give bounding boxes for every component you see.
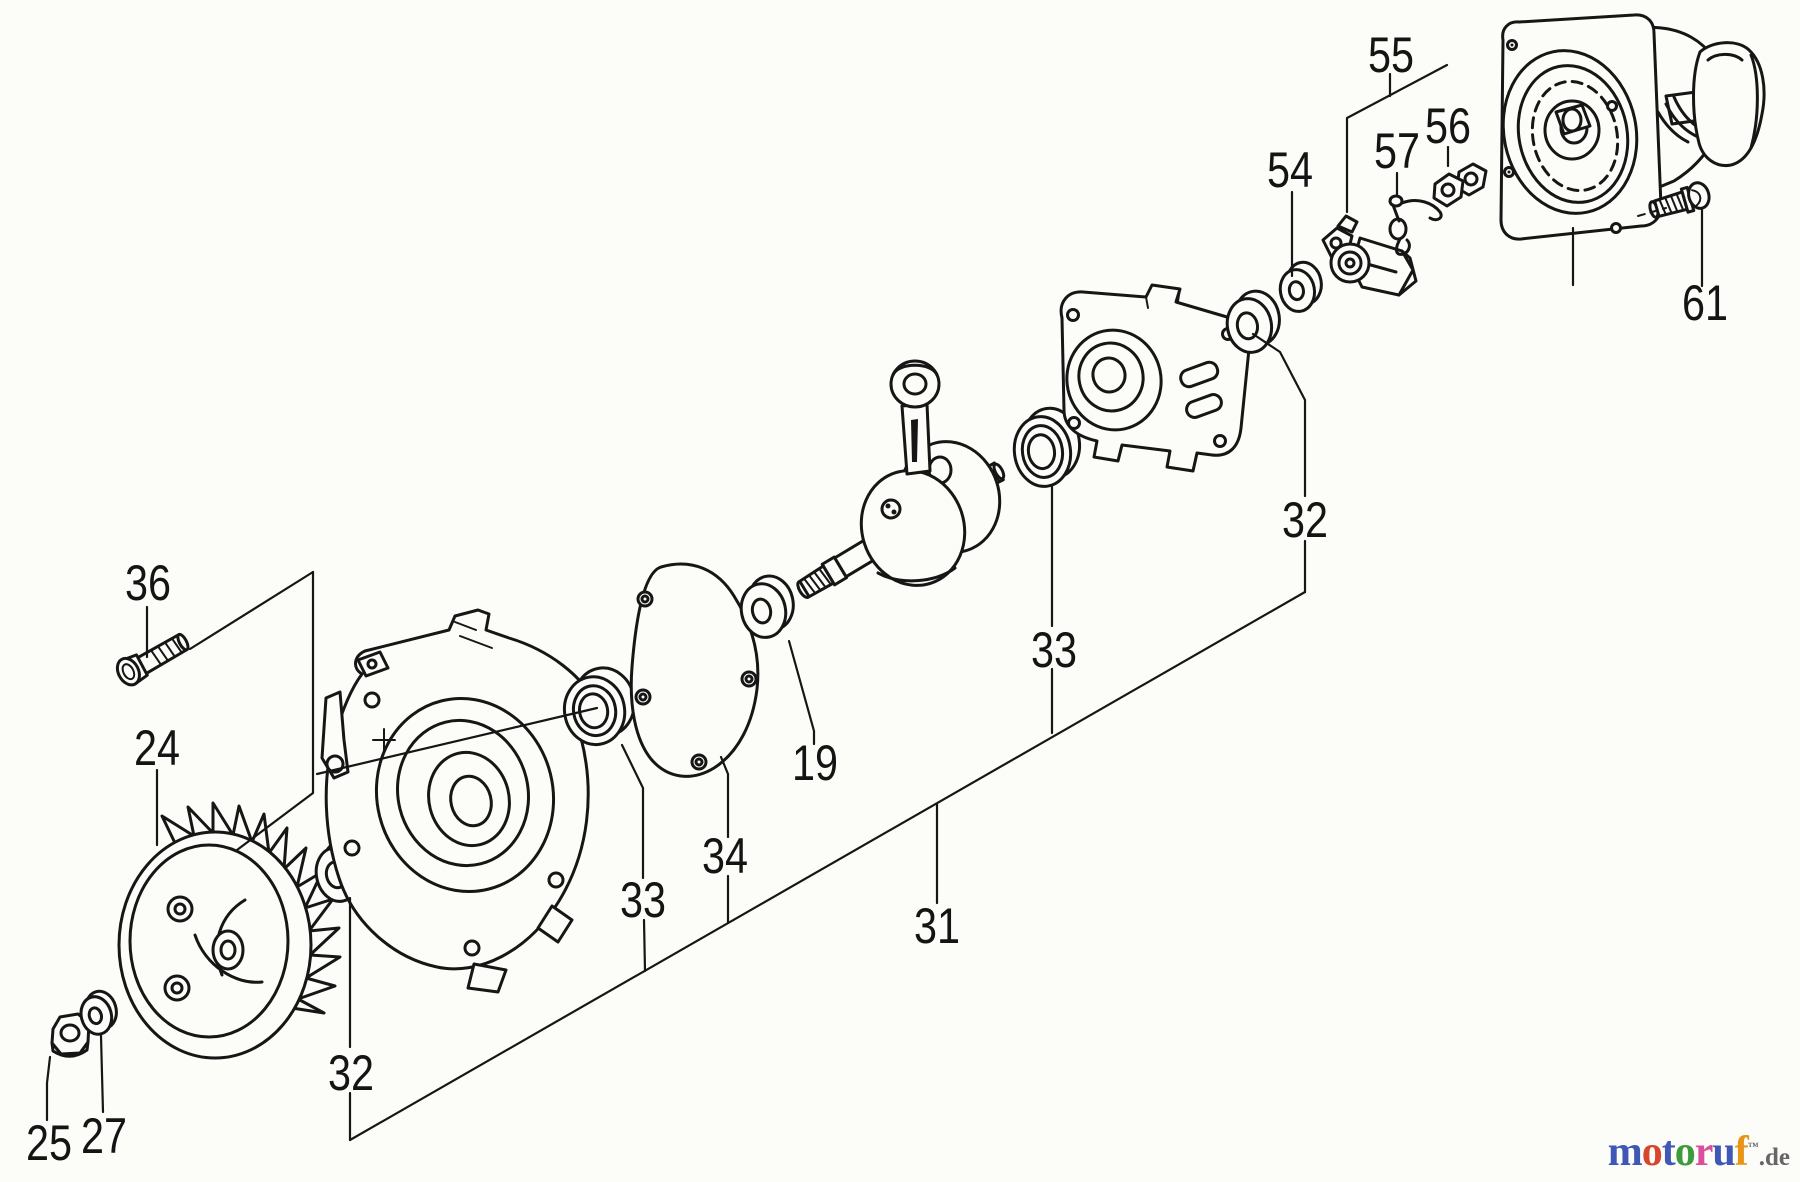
part-label-57: 57	[1374, 123, 1420, 179]
part-label-61: 61	[1682, 275, 1728, 331]
watermark-letter: o	[1674, 1129, 1696, 1175]
leader-lines	[45, 63, 1704, 1142]
oil-seal-right-illustration	[1225, 289, 1281, 354]
part-label-34: 34	[702, 828, 748, 884]
screw-clip-illustration	[1388, 194, 1443, 256]
part-label-32-right: 32	[1282, 492, 1328, 548]
part-label-27: 27	[81, 1108, 127, 1164]
washer-54-illustration	[1278, 260, 1323, 313]
watermark-letter: f	[1734, 1129, 1749, 1175]
crankcase-left-half-illustration	[320, 608, 599, 994]
part-label-19: 19	[792, 735, 838, 791]
watermark-letter: t	[1661, 1129, 1676, 1175]
flywheel-illustration	[117, 801, 342, 1060]
part-label-54: 54	[1267, 142, 1313, 198]
part-label-25: 25	[26, 1115, 72, 1171]
thrust-washer-illustration	[739, 574, 795, 639]
watermark-letter: u	[1712, 1129, 1735, 1175]
gasket-illustration	[629, 562, 760, 778]
watermark-letter: o	[1641, 1129, 1663, 1175]
flywheel-bolt-illustration	[115, 632, 190, 687]
crankshaft-illustration	[796, 359, 1006, 599]
starter-screw-illustration	[1648, 181, 1711, 219]
part-label-56: 56	[1425, 98, 1471, 154]
part-label-33-left: 33	[620, 872, 666, 928]
flywheel-nut-illustration	[50, 1012, 91, 1058]
part-label-33-right: 33	[1031, 622, 1077, 678]
motoruf-watermark: motoruf™.de	[1608, 1128, 1790, 1176]
part-label-55: 55	[1368, 27, 1414, 83]
clamp-illustration	[1432, 162, 1488, 208]
watermark-letter: m	[1607, 1129, 1643, 1175]
watermark-domain-suffix: .de	[1758, 1144, 1790, 1171]
part-label-24: 24	[134, 720, 180, 776]
watermark-letter: r	[1694, 1129, 1714, 1175]
part-label-32-left: 32	[328, 1045, 374, 1101]
recoil-starter-illustration	[1499, 13, 1766, 241]
crankcase-right-half-illustration	[1059, 283, 1251, 473]
watermark-trademark: ™	[1747, 1141, 1759, 1153]
part-labels: 36 24 25 27 32 33 34 19 31 33 32 54 55 5…	[26, 27, 1728, 1171]
part-label-31: 31	[914, 898, 960, 954]
part-label-36: 36	[125, 555, 171, 611]
bearing-right-illustration	[1012, 406, 1082, 488]
flywheel-washer-illustration	[79, 989, 118, 1036]
ignition-module-illustration	[1321, 214, 1418, 297]
bearing-left-illustration	[562, 666, 636, 747]
